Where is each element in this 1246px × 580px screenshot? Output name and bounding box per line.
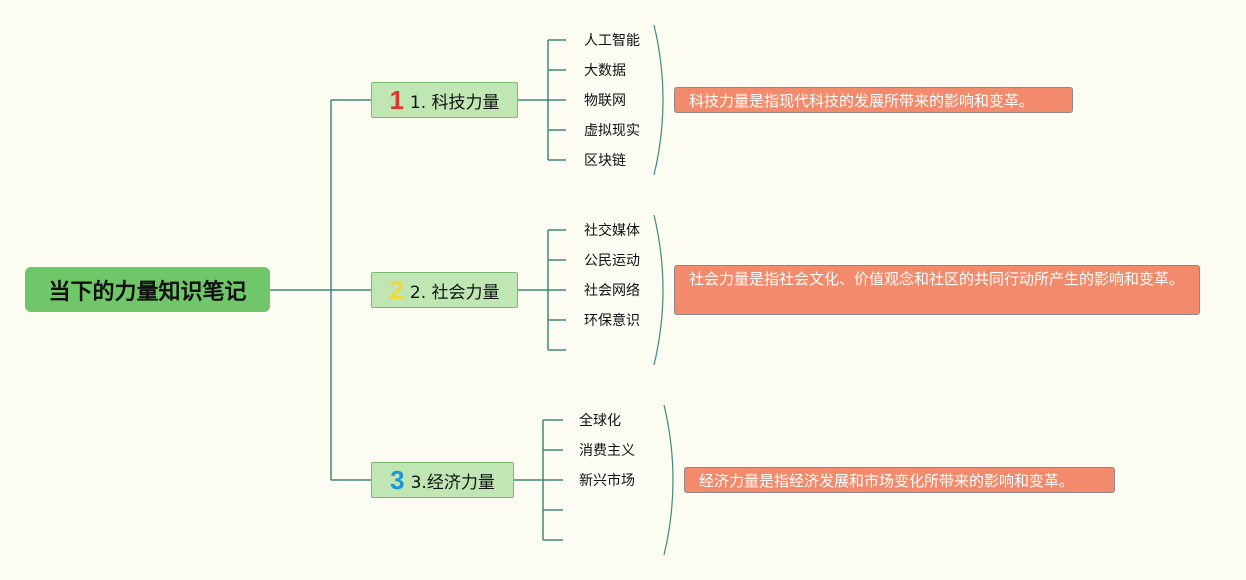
leaf-ai[interactable]: 人工智能 xyxy=(584,33,640,49)
leaf-civic-movement[interactable]: 公民运动 xyxy=(584,253,640,269)
summary-bracket-1 xyxy=(653,24,664,176)
leaf-social-media[interactable]: 社交媒体 xyxy=(584,223,640,239)
leaf-emerging-markets[interactable]: 新兴市场 xyxy=(579,473,635,489)
leaf-big-data[interactable]: 大数据 xyxy=(584,63,626,79)
leaf-consumerism[interactable]: 消费主义 xyxy=(579,443,635,459)
leaf-blockchain[interactable]: 区块链 xyxy=(584,153,626,169)
number-three-icon: 3 xyxy=(390,464,405,495)
summary-bracket-2 xyxy=(653,214,664,366)
number-one-icon: 1 xyxy=(389,84,404,115)
leaf-iot[interactable]: 物联网 xyxy=(584,93,626,109)
connector-b1-leaves xyxy=(547,39,566,161)
branch-label-society: 2. 社会力量 xyxy=(409,282,500,303)
leaf-vr[interactable]: 虚拟现实 xyxy=(584,123,640,139)
leaf-globalization[interactable]: 全球化 xyxy=(579,413,621,429)
branch-node-tech[interactable]: 1 1. 科技力量 xyxy=(371,82,518,118)
note-tech[interactable]: 科技力量是指现代科技的发展所带来的影响和变革。 xyxy=(674,87,1073,113)
note-society[interactable]: 社会力量是指社会文化、价值观念和社区的共同行动所产生的影响和变革。 xyxy=(674,265,1200,315)
branch-label-economy: 3.经济力量 xyxy=(410,472,495,493)
number-two-icon: 2 xyxy=(389,274,404,305)
connector-b3-leaves xyxy=(542,419,563,541)
root-node-title[interactable]: 当下的力量知识笔记 xyxy=(25,267,270,312)
note-economy[interactable]: 经济力量是指经济发展和市场变化所带来的影响和变革。 xyxy=(684,467,1115,493)
branch-node-society[interactable]: 2 2. 社会力量 xyxy=(371,272,518,308)
summary-bracket-3 xyxy=(663,404,674,556)
branch-label-tech: 1. 科技力量 xyxy=(409,92,500,113)
branch-node-economy[interactable]: 3 3.经济力量 xyxy=(371,462,514,498)
connector-b2-leaves xyxy=(547,229,566,351)
leaf-eco-awareness[interactable]: 环保意识 xyxy=(584,313,640,329)
leaf-social-network[interactable]: 社会网络 xyxy=(584,283,640,299)
